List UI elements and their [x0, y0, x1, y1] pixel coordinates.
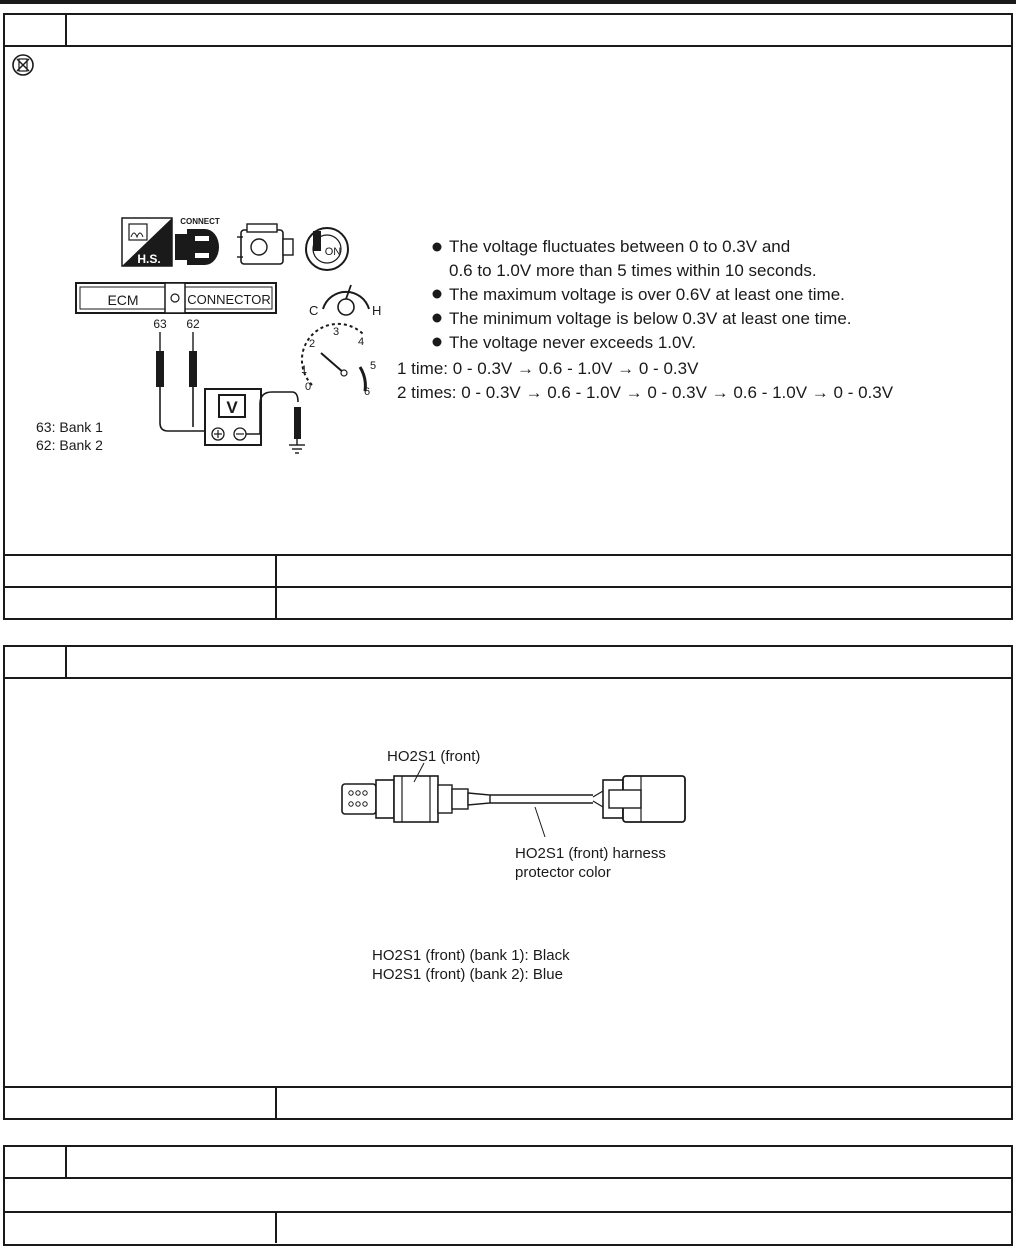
- harness-label-line-1: HO2S1 (front) harness: [515, 845, 666, 862]
- voltage-check-diagram: H.S. CONNECT ON: [36, 217, 381, 454]
- hot-soak-icon: H.S.: [121, 217, 173, 267]
- cycle-2-example: 2 times: 0 - 0.3V → 0.6 - 1.0V → 0 - 0.3…: [397, 383, 894, 402]
- bank-2-color: HO2S1 (front) (bank 2): Blue: [372, 966, 563, 983]
- box1-result-label-cell-1: [5, 556, 277, 586]
- svg-text:4: 4: [358, 336, 364, 348]
- criterion-2: The maximum voltage is over 0.6V at leas…: [449, 285, 845, 304]
- box2-result-row: [5, 1086, 1011, 1118]
- inspection-box-3: [3, 1145, 1013, 1246]
- tachometer-icon: 0 1 2 3 4 5 6: [301, 322, 376, 398]
- probe-63: [156, 351, 164, 387]
- box3-result-row: [5, 1211, 1011, 1243]
- box1-result-label-cell-2: [5, 588, 277, 618]
- svg-text:1: 1: [301, 364, 307, 376]
- ignition-on-icon: ON: [305, 227, 349, 271]
- box3-header: [5, 1147, 1011, 1179]
- probe-62: [189, 351, 197, 387]
- svg-text:6: 6: [364, 386, 370, 398]
- svg-text:2: 2: [309, 338, 315, 350]
- meter-label: V: [226, 398, 238, 417]
- pin-63-label: 63: [153, 317, 167, 331]
- connect-icon: CONNECT: [175, 217, 220, 265]
- gauge-c-label: C: [309, 303, 318, 318]
- svg-text:0: 0: [305, 381, 311, 393]
- ground-probe: [294, 407, 301, 439]
- no-tool-icon: [12, 54, 34, 76]
- top-rule: [0, 0, 1016, 4]
- criterion-1b: 0.6 to 1.0V more than 5 times within 10 …: [449, 261, 817, 280]
- engine-icon: [237, 223, 294, 265]
- svg-text:3: 3: [333, 326, 339, 338]
- box2-result-label-cell: [5, 1088, 277, 1118]
- temperature-gauge-icon: C H: [309, 284, 381, 318]
- pin-62-label: 62: [186, 317, 200, 331]
- svg-text:5: 5: [370, 360, 376, 372]
- criterion-4: The voltage never exceeds 1.0V.: [449, 333, 696, 352]
- box3-result-label-cell: [5, 1213, 277, 1243]
- box1-result-row-2: [5, 586, 1011, 618]
- inspection-box-1: H.S. CONNECT ON: [3, 13, 1013, 620]
- connector-label: CONNECTOR: [187, 292, 271, 307]
- criteria-bullets: [432, 242, 442, 347]
- box2-header: [5, 647, 1011, 679]
- ecm-connector: ECM CONNECTOR: [75, 282, 277, 314]
- bank-1-legend: 63: Bank 1: [36, 419, 103, 435]
- box1-result-row-1: [5, 554, 1011, 586]
- criterion-3: The minimum voltage is below 0.3V at lea…: [449, 309, 852, 328]
- ecm-label: ECM: [107, 292, 138, 308]
- svg-text:CONNECT: CONNECT: [180, 217, 220, 226]
- bank-1-color: HO2S1 (front) (bank 1): Black: [372, 947, 570, 964]
- cycle-1-example: 1 time: 0 - 0.3V → 0.6 - 1.0V → 0 - 0.3V: [397, 359, 699, 378]
- box2-step-cell: [5, 647, 67, 677]
- hs-label: H.S.: [137, 252, 160, 266]
- ground-symbol-icon: [289, 444, 305, 454]
- ho2s1-sensor-diagram: [341, 762, 686, 838]
- svg-text:ON: ON: [325, 246, 342, 258]
- box1-header: [5, 15, 1011, 47]
- box3-step-cell: [5, 1147, 67, 1177]
- box1-step-cell: [5, 15, 67, 45]
- inspection-box-2: HO2S1 (front) HO2S1 (front) harness prot…: [3, 645, 1013, 1120]
- harness-label-line-2: protector color: [515, 864, 611, 881]
- bank-2-legend: 62: Bank 2: [36, 437, 103, 453]
- criterion-1a: The voltage fluctuates between 0 to 0.3V…: [449, 237, 791, 256]
- sensor-label: HO2S1 (front): [387, 748, 481, 765]
- voltmeter: V: [204, 388, 262, 446]
- gauge-h-label: H: [372, 303, 381, 318]
